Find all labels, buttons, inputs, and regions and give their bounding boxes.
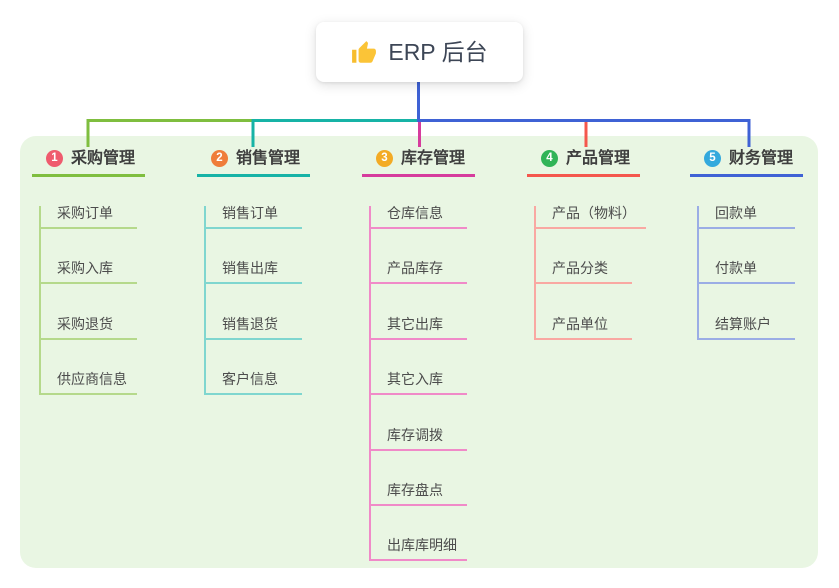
child-node[interactable]: 产品库存	[370, 261, 467, 285]
branch-number-badge: 1	[46, 149, 63, 167]
branch-inventory-title[interactable]: 3 库存管理	[362, 148, 476, 177]
child-node[interactable]: 销售退货	[205, 316, 302, 340]
branch-finance: 5 财务管理 回款单 付款单 结算账户	[690, 148, 804, 340]
branch-sales-children: 销售订单 销售出库 销售退货 客户信息	[197, 206, 310, 396]
child-node[interactable]: 客户信息	[205, 372, 302, 396]
branch-number-badge: 3	[376, 149, 393, 167]
branch-finance-children: 回款单 付款单 结算账户	[690, 206, 803, 340]
root-node[interactable]: ERP 后台	[316, 22, 523, 82]
child-node[interactable]: 其它入库	[370, 372, 467, 396]
child-node[interactable]: 仓库信息	[370, 206, 467, 229]
child-node[interactable]: 供应商信息	[40, 372, 137, 396]
child-node[interactable]: 采购入库	[40, 261, 137, 285]
branch-product-title[interactable]: 4 产品管理	[527, 148, 641, 177]
thumbs-up-icon	[351, 40, 377, 66]
child-node[interactable]: 产品分类	[535, 261, 632, 285]
branch-number-badge: 2	[211, 149, 228, 167]
child-node[interactable]: 库存盘点	[370, 482, 467, 506]
branch-number-badge: 5	[704, 149, 721, 167]
child-node[interactable]: 采购订单	[40, 206, 137, 229]
child-node[interactable]: 库存调拨	[370, 427, 467, 451]
branch-inventory: 3 库存管理 仓库信息 产品库存 其它出库 其它入库 库存调拨 库存盘点 出库库…	[362, 148, 476, 562]
child-node[interactable]: 销售订单	[205, 206, 302, 229]
child-node[interactable]: 出库库明细	[370, 538, 467, 562]
branch-product: 4 产品管理 产品（物料） 产品分类 产品单位	[527, 148, 646, 340]
branch-inventory-children: 仓库信息 产品库存 其它出库 其它入库 库存调拨 库存盘点 出库库明细	[362, 206, 475, 562]
branch-product-children: 产品（物料） 产品分类 产品单位	[527, 206, 646, 340]
child-node[interactable]: 产品单位	[535, 316, 632, 340]
branch-title-label: 销售管理	[236, 149, 301, 167]
branch-sales-title[interactable]: 2 销售管理	[197, 148, 311, 177]
child-node[interactable]: 产品（物料）	[535, 206, 646, 229]
child-node[interactable]: 其它出库	[370, 316, 467, 340]
branch-purchase-title[interactable]: 1 采购管理	[32, 148, 146, 177]
child-node[interactable]: 结算账户	[698, 316, 795, 340]
branch-title-label: 产品管理	[566, 149, 631, 167]
branch-title-label: 采购管理	[71, 149, 136, 167]
child-node[interactable]: 回款单	[698, 206, 795, 229]
branch-purchase: 1 采购管理 采购订单 采购入库 采购退货 供应商信息	[32, 148, 146, 396]
branch-purchase-children: 采购订单 采购入库 采购退货 供应商信息	[32, 206, 145, 396]
child-node[interactable]: 销售出库	[205, 261, 302, 285]
branch-title-label: 财务管理	[729, 149, 794, 167]
root-node-label: ERP 后台	[388, 39, 488, 65]
branches-panel	[20, 136, 818, 568]
branch-finance-title[interactable]: 5 财务管理	[690, 148, 804, 177]
child-node[interactable]: 采购退货	[40, 316, 137, 340]
branch-sales: 2 销售管理 销售订单 销售出库 销售退货 客户信息	[197, 148, 311, 396]
branch-title-label: 库存管理	[401, 149, 466, 167]
child-node[interactable]: 付款单	[698, 261, 795, 285]
branch-number-badge: 4	[541, 149, 558, 167]
